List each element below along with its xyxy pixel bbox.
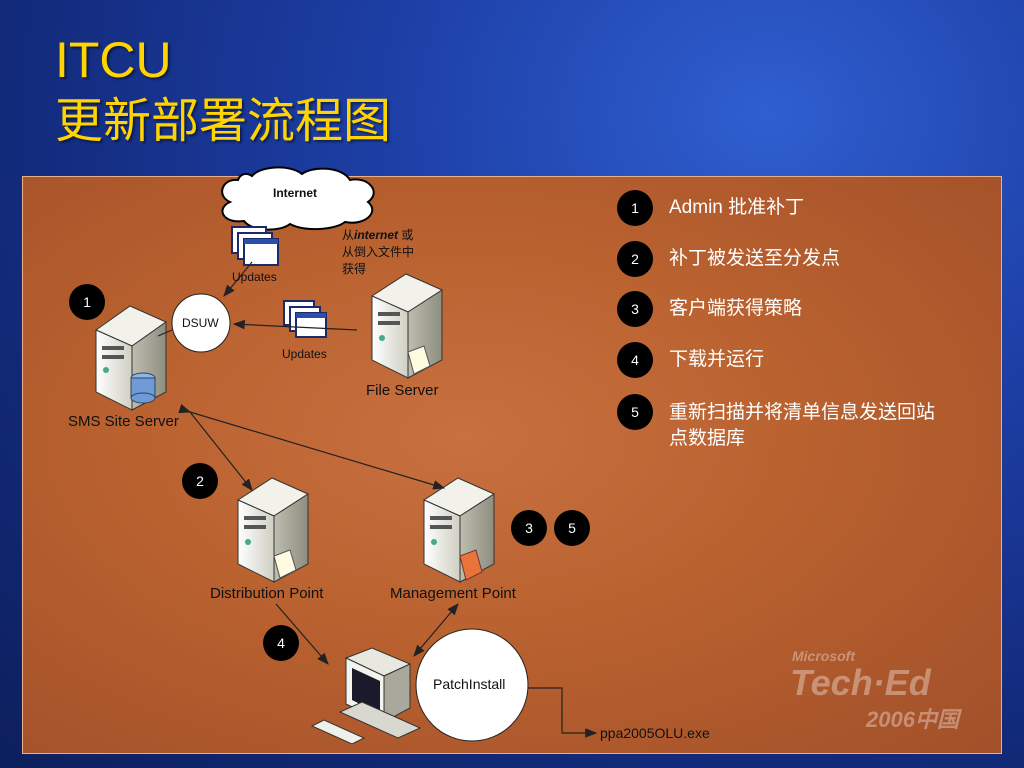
file-server-label: File Server (366, 382, 439, 399)
step-4-text: 下载并运行 (669, 349, 765, 370)
distribution-point-label: Distribution Point (210, 585, 324, 602)
note-suffix: 或 (398, 228, 414, 242)
logo-year: 2006中国 (866, 707, 959, 732)
file-server-icon (370, 273, 444, 379)
sms-site-server-icon (94, 305, 168, 411)
note-line2: 从倒入文件中 (342, 245, 415, 259)
client-computer-icon (310, 647, 422, 745)
source-note: 从internet 或 从倒入文件中 获得 (342, 227, 414, 278)
badge-2: 2 (182, 463, 218, 499)
updates-top-icon (231, 226, 279, 266)
step-5-text: 重新扫描并将清单信息发送回站点数据库 (669, 402, 936, 449)
management-point-icon (422, 477, 496, 583)
logo-brand: Microsoft (792, 648, 855, 664)
badge-3: 3 (511, 510, 547, 546)
step-2-text: 补丁被发送至分发点 (669, 248, 841, 269)
step-1-number: 1 (617, 190, 653, 226)
teched-logo: Microsoft Tech·Ed 2006中国 (790, 648, 959, 734)
slide-subtitle: 更新部署流程图 (55, 93, 392, 149)
dsuw-node (171, 293, 231, 353)
step-1-text: Admin 批准补丁 (669, 197, 805, 218)
patchinstall-label: PatchInstall (433, 676, 506, 692)
sms-site-server-label: SMS Site Server (68, 413, 179, 430)
badge-1: 1 (69, 284, 105, 320)
note-line3: 获得 (342, 262, 367, 276)
management-point-label: Management Point (390, 585, 516, 602)
updates-mid-label: Updates (282, 347, 327, 361)
note-bold: internet (354, 228, 399, 242)
badge-5: 5 (554, 510, 590, 546)
dsuw-label: DSUW (182, 316, 219, 330)
step-4-number: 4 (617, 342, 653, 378)
patchinstall-node (415, 628, 529, 742)
exe-label: ppa2005OLU.exe (600, 725, 710, 741)
internet-cloud (221, 166, 375, 231)
internet-label: Internet (273, 186, 318, 200)
step-2-number: 2 (617, 241, 653, 277)
step-5-number: 5 (617, 394, 653, 430)
slide-title: ITCU (55, 32, 172, 88)
updates-mid-icon (283, 300, 327, 338)
badge-4: 4 (263, 625, 299, 661)
distribution-point-icon (236, 477, 310, 583)
updates-top-label: Updates (232, 270, 277, 284)
step-3-number: 3 (617, 291, 653, 327)
step-3-text: 客户端获得策略 (669, 298, 803, 319)
note-prefix: 从 (342, 228, 355, 242)
logo-event: Tech·Ed (790, 662, 931, 703)
connectors (157, 261, 598, 738)
